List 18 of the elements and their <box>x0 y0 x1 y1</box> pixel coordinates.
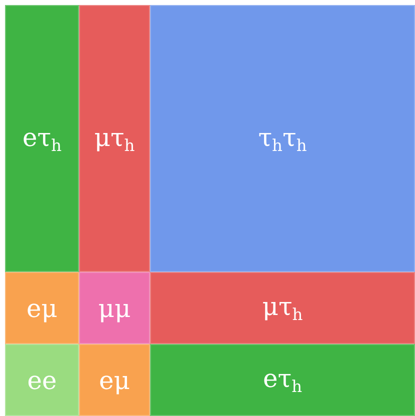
cell-label: eτ$_{h}$ <box>262 364 302 396</box>
cell-label: μτ$_{h}$ <box>94 122 135 154</box>
cell-label: μτ$_{h}$ <box>262 292 303 324</box>
matrix-cell <box>79 272 150 344</box>
matrix-cell <box>150 5 415 272</box>
matrix-cell <box>79 344 150 416</box>
matrix-cell <box>79 5 150 272</box>
matrix-cell <box>150 272 415 344</box>
cell-label: μμ <box>98 294 131 322</box>
cell-label: eτ$_{h}$ <box>22 122 62 154</box>
matrix-cell <box>5 272 79 344</box>
cell-label: eμ <box>26 294 58 322</box>
cell-label: τ$_{h}$τ$_{h}$ <box>258 122 307 154</box>
matrix-cell <box>5 5 79 272</box>
cell-label: ee <box>27 366 57 394</box>
matrix-cell <box>150 344 415 416</box>
matrix-cell <box>5 344 79 416</box>
cell-label: eμ <box>98 366 130 394</box>
